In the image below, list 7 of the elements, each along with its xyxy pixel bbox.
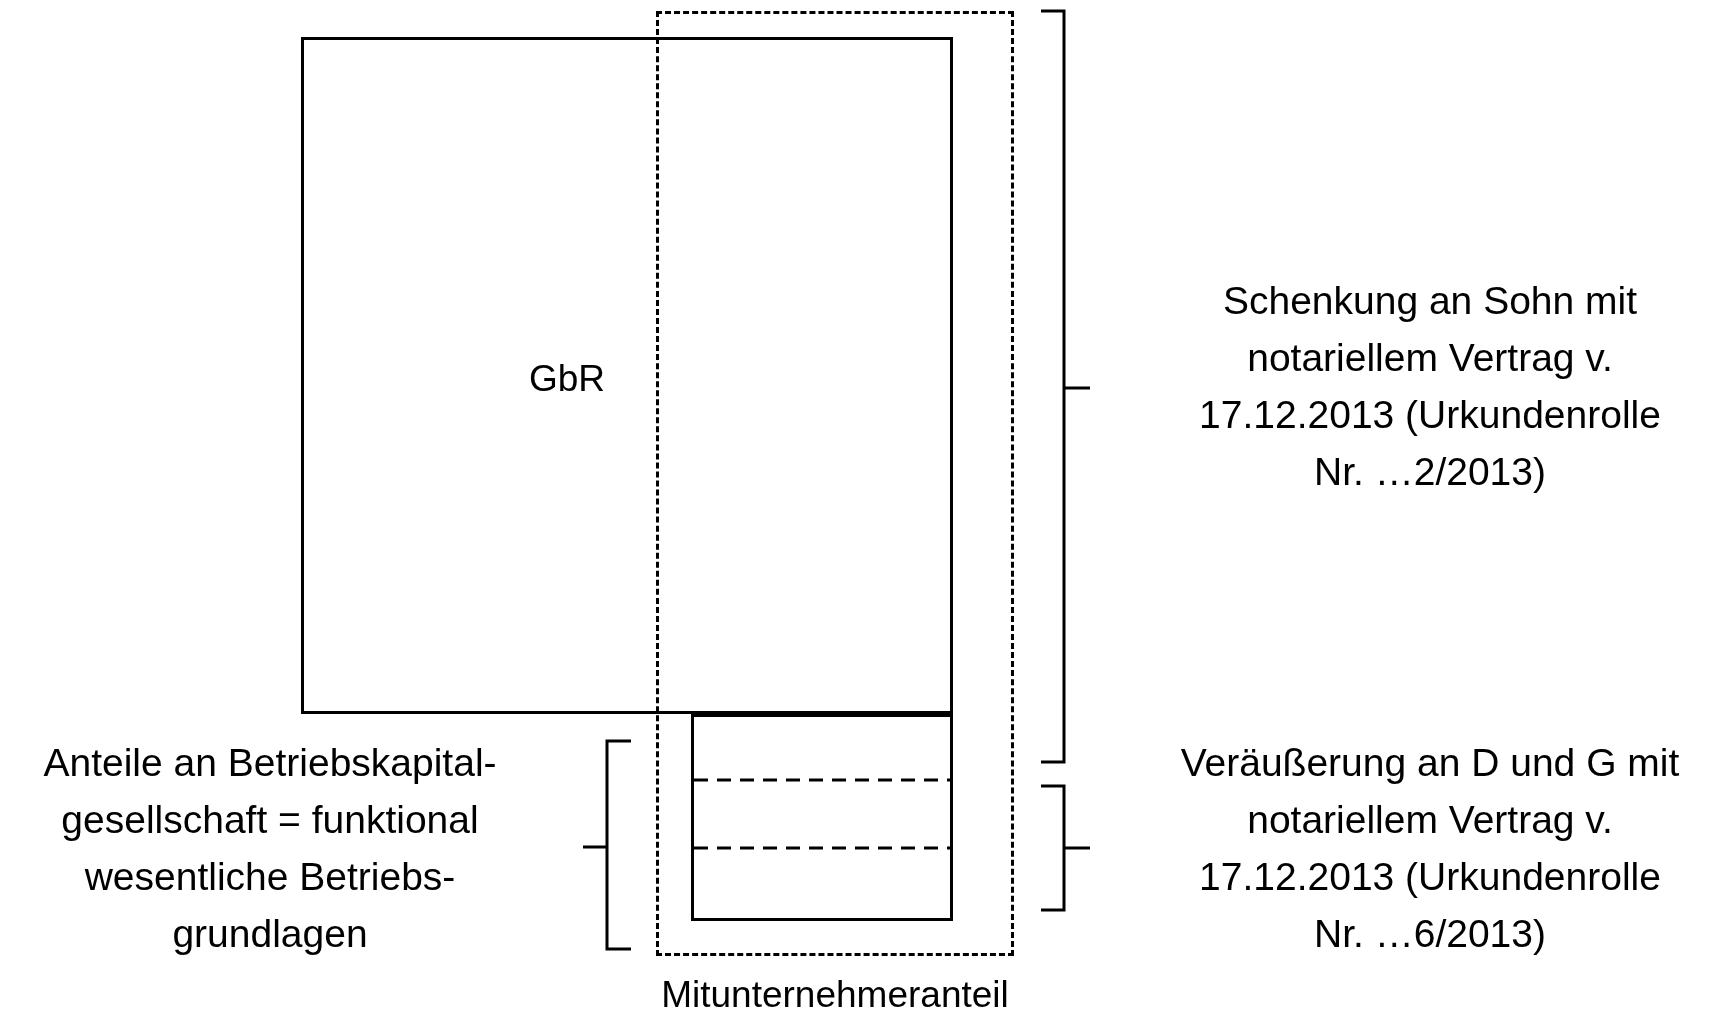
frame-label: Mitunternehmeranteil	[661, 974, 1009, 1016]
divided-rectangle	[691, 714, 953, 921]
annotation-text: Veräußerung an D und G mit notariellem Vertrag v. 17.12.2013 (Urkundenrolle Nr. …6/2013)	[1180, 740, 1680, 957]
box-label: GbR	[529, 358, 606, 400]
annotation-text: Anteile an Betriebskapital-gesellschaft = funktional wesentliche Betriebs-grundlagen	[42, 740, 498, 957]
annotation-text: Schenkung an Sohn mit notariellem Vertrag v. 17.12.2013 (Urkundenrolle Nr. …2/2013)	[1198, 278, 1662, 495]
rectangle	[301, 37, 953, 714]
